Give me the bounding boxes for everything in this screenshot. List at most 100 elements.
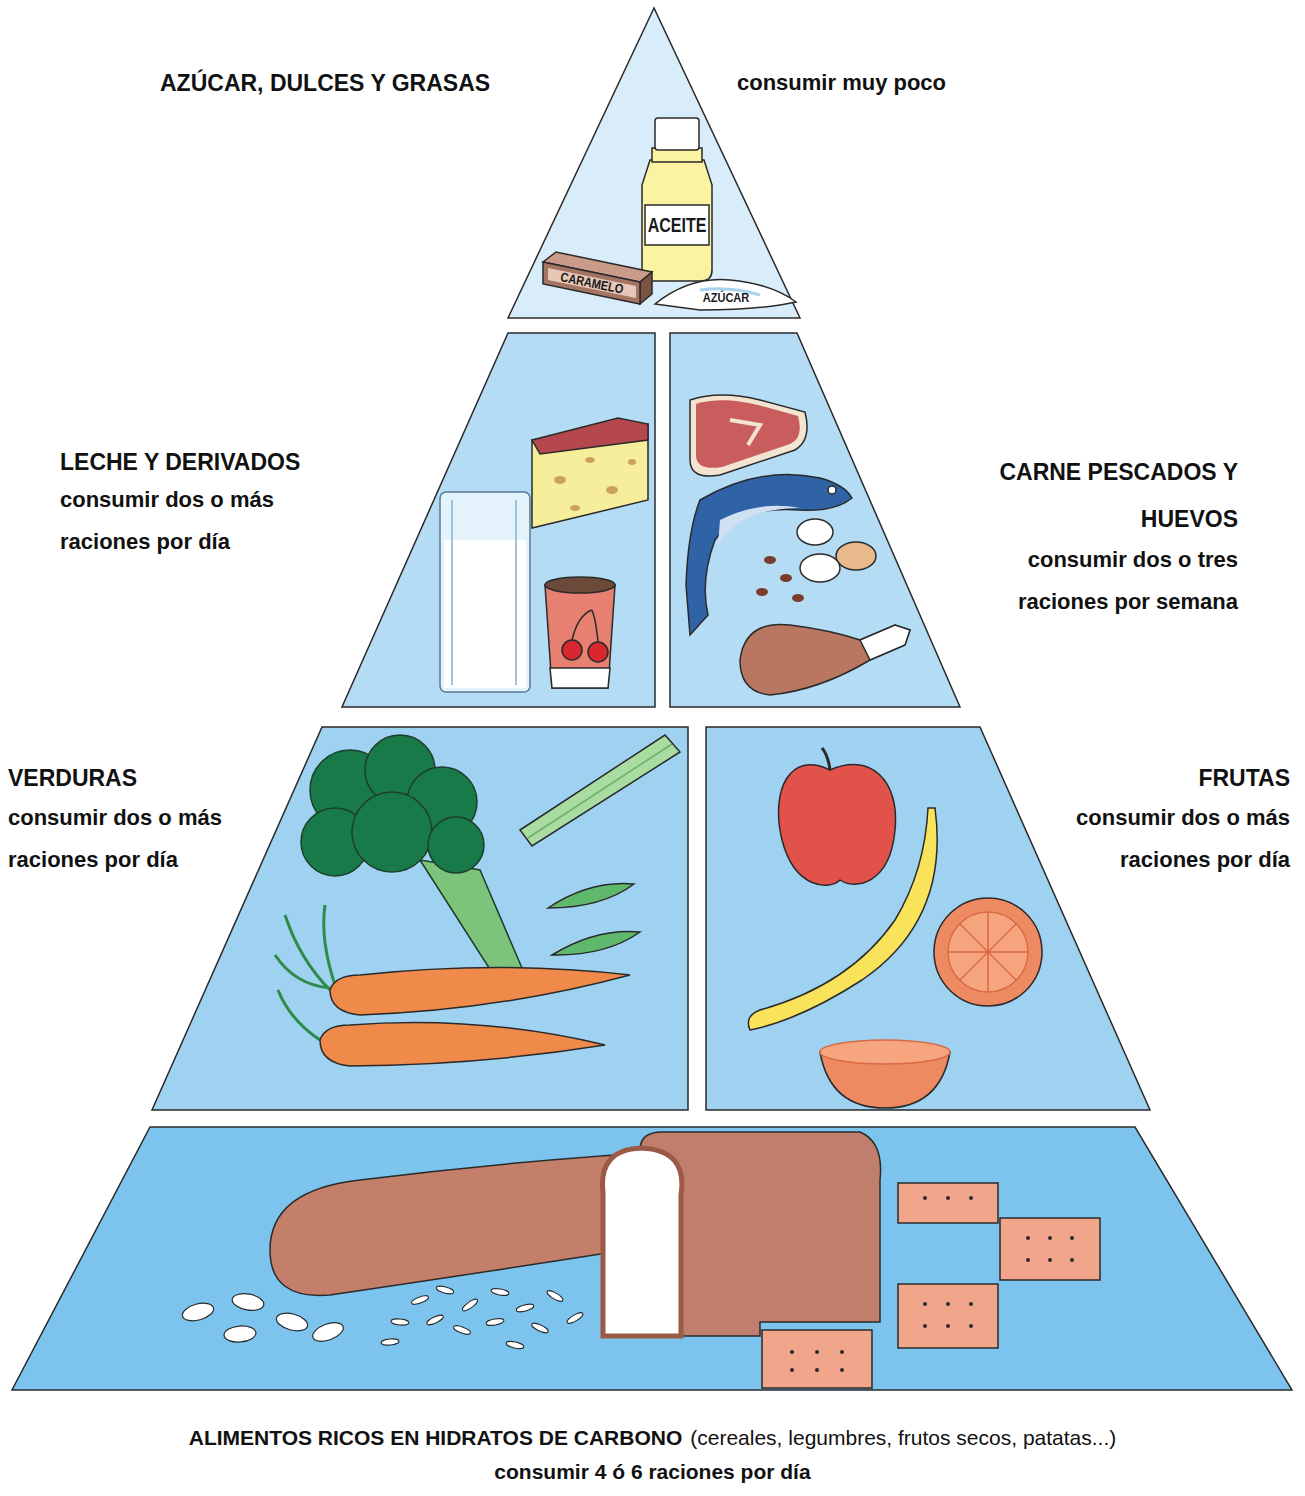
yogurt-cup [550, 668, 610, 688]
text-block: consumir dos o más raciones por día [60, 480, 300, 564]
eggs-and-beans [797, 519, 833, 545]
crackers [946, 1196, 950, 1200]
milk-glass [440, 492, 530, 692]
serving-advice: consumir dos o más raciones por día [1076, 805, 1290, 872]
cheese-wedge [606, 486, 618, 494]
product-label: AZÚCAR [703, 291, 750, 304]
text-block: consumir dos o más raciones por día [1050, 798, 1290, 882]
cheese-wedge [554, 476, 566, 484]
milk-glass [440, 492, 530, 692]
orange-halves [948, 912, 1028, 992]
text-block: consumir dos o tres raciones por semana [958, 540, 1238, 624]
group-heading: CARNE PESCADOS Y HUEVOS [999, 459, 1238, 532]
pyramid-panel [342, 333, 655, 707]
text-block: consumir 4 ó 6 raciones por día [0, 1456, 1305, 1490]
yogurt-cup [562, 640, 582, 660]
oil-bottle [655, 118, 699, 150]
serving-advice: consumir 4 ó 6 raciones por día [494, 1460, 810, 1483]
oil-bottle [645, 205, 709, 245]
product-label: ACEITE [648, 215, 707, 235]
eggs-and-beans [780, 574, 792, 582]
crackers [969, 1324, 973, 1328]
cheese-wedge [628, 459, 636, 465]
crackers [1048, 1258, 1052, 1262]
text-block: FRUTAS [1030, 761, 1290, 798]
crackers [1000, 1218, 1100, 1280]
text-block: AZÚCAR, DULCES Y GRASAS [160, 68, 580, 101]
pyramid-section: VERDURAS consumir dos o más raciones por … [0, 720, 700, 1120]
crackers [969, 1302, 973, 1306]
crackers [923, 1324, 927, 1328]
eggs-and-beans [756, 588, 768, 596]
broccoli [428, 817, 484, 873]
steak [730, 420, 760, 445]
apple [779, 765, 896, 886]
yogurt-cup [545, 577, 615, 593]
orange-halves [948, 912, 1028, 992]
crackers [898, 1284, 998, 1348]
pyramid-panel [670, 333, 960, 707]
milk-glass [451, 500, 453, 685]
crackers [946, 1302, 950, 1306]
pyramid-section: ALIMENTOS RICOS EN HIDRATOS DE CARBONO (c… [0, 1120, 1305, 1496]
text-block: CARNE PESCADOS Y HUEVOS [958, 450, 1238, 544]
crackers [946, 1324, 950, 1328]
crackers [815, 1368, 819, 1372]
text-block: consumir muy poco [737, 68, 1037, 100]
pyramid-section: CARNE PESCADOS Y HUEVOS consumir dos o tr… [665, 330, 1275, 710]
pyramid-base [12, 1127, 1292, 1390]
yogurt-cup [545, 585, 615, 688]
cheese-wedge [570, 505, 580, 511]
crackers [1070, 1236, 1074, 1240]
milk-glass [444, 540, 526, 688]
serving-advice: consumir dos o tres raciones por semana [1018, 547, 1238, 614]
group-heading: ALIMENTOS RICOS EN HIDRATOS DE CARBONO [189, 1426, 683, 1449]
crackers [1026, 1236, 1030, 1240]
broccoli [352, 792, 432, 872]
pyramid-section: LECHE Y DERIVADOS consumir dos o más raci… [40, 330, 670, 710]
fish [828, 486, 836, 494]
milk-glass [515, 500, 517, 685]
eggs-and-beans [764, 556, 776, 564]
crackers [1048, 1236, 1052, 1240]
crackers [1070, 1258, 1074, 1262]
crackers [790, 1350, 794, 1354]
serving-advice: consumir dos o más raciones por día [60, 487, 274, 554]
bread-loaf [602, 1132, 880, 1336]
crackers [923, 1302, 927, 1306]
crackers [790, 1368, 794, 1372]
apex-triangle [508, 8, 800, 318]
eggs-and-beans [800, 554, 840, 582]
orange-halves [934, 898, 1042, 1006]
text-block: consumir dos o más raciones por día [8, 798, 248, 882]
pyramid-section: FRUTAS consumir dos o más raciones por dí… [700, 720, 1305, 1120]
crackers [969, 1196, 973, 1200]
eggs-and-beans [792, 594, 804, 602]
text-block: VERDURAS [8, 761, 268, 798]
crackers [840, 1350, 844, 1354]
text-block: LECHE Y DERIVADOS [60, 445, 390, 482]
crackers [1026, 1258, 1030, 1262]
group-heading: AZÚCAR, DULCES Y GRASAS [160, 70, 490, 96]
group-heading: LECHE Y DERIVADOS [60, 449, 300, 475]
pyramid-panel [40, 330, 670, 710]
pyramid-panel [152, 727, 688, 1110]
serving-advice: consumir dos o más raciones por día [8, 805, 222, 872]
eggs-and-beans [836, 542, 876, 570]
yogurt-cup [588, 642, 608, 662]
crackers [840, 1368, 844, 1372]
crackers [923, 1196, 927, 1200]
crackers [815, 1350, 819, 1354]
text-block: ALIMENTOS RICOS EN HIDRATOS DE CARBONO (c… [0, 1422, 1305, 1456]
cheese-wedge [585, 457, 595, 463]
orange-halves [820, 1040, 950, 1064]
serving-advice: consumir muy poco [737, 70, 946, 95]
apex-triangle [100, 0, 1160, 330]
crackers [898, 1183, 998, 1223]
group-examples: (cereales, legumbres, frutos secos, pata… [690, 1426, 1116, 1449]
pyramid-section: AZÚCAR, DULCES Y GRASAS consumir muy poco [100, 0, 1160, 330]
crackers [762, 1330, 872, 1388]
yogurt-cup [545, 577, 615, 688]
oil-bottle [642, 160, 712, 281]
